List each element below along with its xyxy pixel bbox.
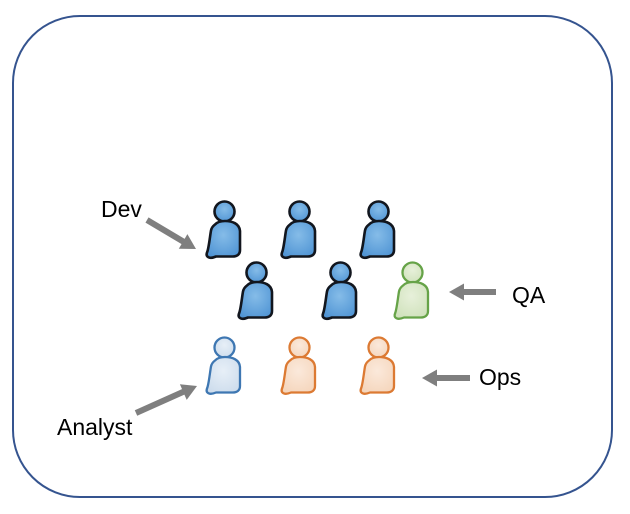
person-icon-analyst bbox=[205, 336, 242, 395]
dev-label: Dev bbox=[101, 196, 142, 222]
qa-label: QA bbox=[512, 282, 546, 308]
person-icon-dev-5 bbox=[321, 261, 358, 321]
person-icon-qa bbox=[393, 261, 430, 320]
person-icon-dev-4 bbox=[237, 261, 274, 321]
ops-label: Ops bbox=[479, 364, 522, 390]
person-icon-dev-1 bbox=[205, 200, 242, 260]
person-icon-dev-3 bbox=[359, 200, 396, 260]
person-icon-dev-2 bbox=[280, 200, 317, 260]
person-icon-ops-2 bbox=[359, 336, 396, 395]
diagram-frame bbox=[12, 15, 613, 498]
person-icon-ops-1 bbox=[280, 336, 317, 395]
analyst-label: Analyst bbox=[57, 414, 133, 440]
